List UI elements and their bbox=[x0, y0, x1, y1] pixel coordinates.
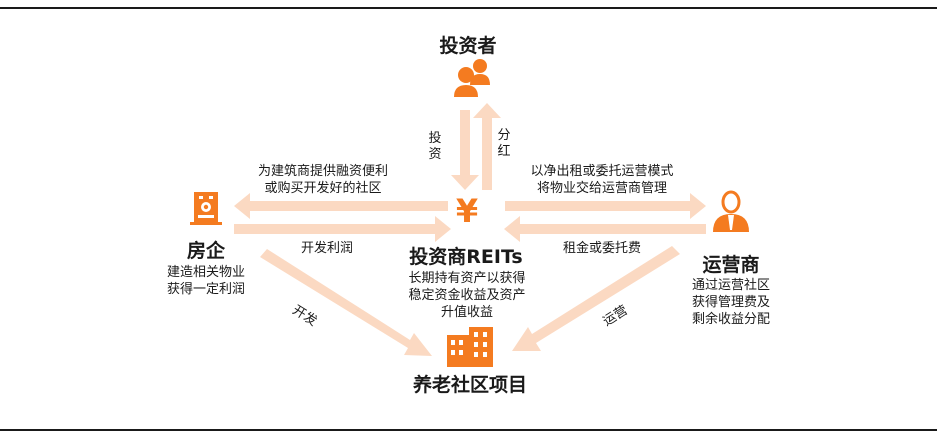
invest-label: 投资 bbox=[428, 131, 442, 162]
yen-icon: ¥ bbox=[455, 192, 479, 230]
people-icon bbox=[454, 59, 490, 97]
reits-desc-line3: 升值收益 bbox=[440, 305, 493, 320]
dev-profit-label: 开发利润 bbox=[300, 241, 353, 256]
bottom-rule bbox=[0, 429, 937, 431]
reits-title: 投资商REITs bbox=[409, 246, 523, 268]
apartment-icon bbox=[447, 327, 493, 367]
lease-label-line2: 将物业交给运营商管理 bbox=[536, 181, 667, 196]
operate-arrow bbox=[512, 246, 680, 351]
top-rule bbox=[0, 7, 937, 9]
dividend-label: 分红 bbox=[497, 128, 511, 159]
developer-desc-line2: 获得一定利润 bbox=[166, 282, 245, 297]
lease-arrow bbox=[505, 193, 706, 219]
operator-desc-line3: 剩余收益分配 bbox=[691, 312, 770, 327]
operator-desc-line2: 获得管理费及 bbox=[691, 295, 770, 310]
reits-desc-line2: 稳定资金收益及资产 bbox=[408, 288, 526, 303]
financing-arrow bbox=[234, 193, 448, 219]
financing-label-line1: 为建筑商提供融资便利 bbox=[257, 164, 388, 179]
dev-profit-arrow bbox=[234, 216, 451, 242]
rent-arrow bbox=[504, 216, 706, 242]
financing-label-line2: 或购买开发好的社区 bbox=[264, 181, 382, 196]
lease-label-line1: 以净出租或委托运营模式 bbox=[530, 164, 674, 179]
rent-fee-label: 租金或委托费 bbox=[562, 241, 641, 256]
operator-desc-line1: 通过运营社区 bbox=[691, 278, 770, 293]
building-icon bbox=[190, 192, 222, 225]
manager-icon bbox=[713, 190, 749, 232]
investor-title: 投资者 bbox=[439, 35, 497, 57]
developer-title: 房企 bbox=[186, 240, 225, 262]
developer-desc-line1: 建造相关物业 bbox=[166, 265, 245, 280]
develop-arrow bbox=[260, 249, 432, 356]
project-title: 养老社区项目 bbox=[412, 374, 527, 396]
operator-title: 运营商 bbox=[702, 254, 760, 276]
dividend-arrow bbox=[473, 103, 501, 190]
reits-desc-line1: 长期持有资产以获得 bbox=[408, 271, 526, 286]
invest-arrow bbox=[451, 110, 479, 190]
